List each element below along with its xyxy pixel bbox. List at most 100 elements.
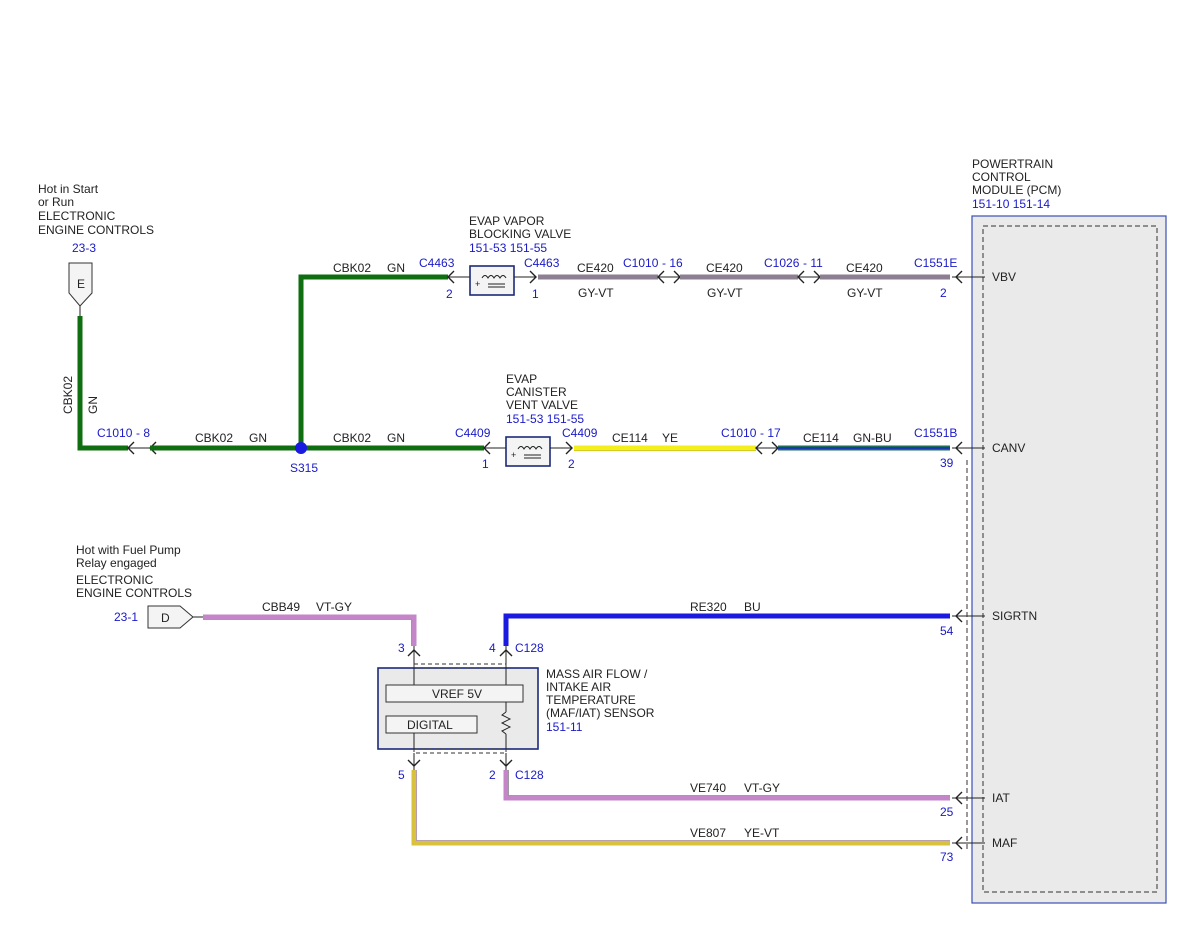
maf-line-4: (MAF/IAT) SENSOR	[546, 706, 655, 720]
pcm-vbv-arrow	[955, 270, 963, 284]
wire-label-vtgy-top: VT-GY	[316, 600, 352, 614]
re320-circuit: RE320 BU 54	[503, 600, 954, 646]
pcm-pin-iat: IAT	[992, 791, 1010, 805]
fuel-pump-ref: 23-1	[114, 610, 138, 624]
maf-top-dash	[413, 663, 507, 669]
label-pin-1-c4463: 1	[532, 287, 539, 301]
evap-blocking-arrow-right	[529, 270, 537, 284]
evap-canister-refs: 151-53 151-55	[506, 412, 584, 426]
wire-label-gn-top: GN	[387, 261, 405, 275]
pcm-outer-box	[971, 215, 1167, 904]
label-pin-4: 4	[489, 641, 496, 655]
label-pin-2-c128: 2	[489, 768, 496, 782]
source-fuel-pump: Hot with Fuel Pump Relay engaged ELECTRO…	[76, 543, 203, 629]
label-c128-bottom: C128	[515, 768, 544, 782]
maf-pin3-arrow	[407, 649, 421, 657]
pcm-maf-arrow	[955, 836, 963, 850]
label-c1026: C1026	[764, 256, 800, 270]
label-c4409-right: C4409	[562, 426, 598, 440]
maf-line-3: TEMPERATURE	[546, 693, 636, 707]
evap-canister-line-1: EVAP	[506, 372, 537, 386]
pcm-pin-maf: MAF	[992, 836, 1017, 850]
label-pin-5: 5	[398, 768, 405, 782]
evap-canister-plus: +	[511, 450, 516, 460]
pcm-title-2: CONTROL	[972, 170, 1031, 184]
label-pin-54: 54	[940, 624, 954, 638]
source-start-run: Hot in Start or Run ELECTRONIC ENGINE CO…	[38, 182, 154, 316]
start-run-ref: 23-3	[72, 241, 96, 255]
label-c1551b: C1551B	[914, 426, 957, 440]
wire-label-gyvt-2: GY-VT	[707, 286, 743, 300]
maf-line-2: INTAKE AIR	[546, 680, 611, 694]
label-pin-2-c4409: 2	[568, 457, 575, 471]
pcm-inner-box	[982, 225, 1158, 893]
fuel-pump-line-2: Relay engaged	[76, 556, 157, 570]
label-c1010-8: C1010	[97, 426, 133, 440]
label-pin-16: - 16	[662, 256, 683, 270]
wire-label-gn-right: GN	[387, 431, 405, 445]
evap-blocking-coil-icon	[481, 275, 507, 279]
wire-cbk02-vertical	[77, 316, 128, 451]
wire-label-ce114-1: CE114	[612, 431, 648, 445]
wire-label-ve740: VE740	[690, 781, 726, 795]
wire-label-yevt: YE-VT	[744, 826, 780, 840]
wire-re320	[503, 613, 950, 646]
pcm-pin-sigrtn: SIGRTN	[992, 609, 1037, 623]
wire-label-gyvt-3: GY-VT	[847, 286, 883, 300]
pcm-refs: 151-10 151-14	[972, 197, 1050, 211]
maf-pin2-arrow	[499, 759, 513, 767]
wire-ve740-stripe	[508, 770, 950, 796]
label-pin-8: - 8	[136, 426, 150, 440]
wire-label-bu: BU	[744, 600, 761, 614]
label-c1010-16: C1010	[623, 256, 659, 270]
wire-label-cbk02-top: CBK02	[333, 261, 371, 275]
wire-ve807-stripe	[416, 770, 950, 841]
evap-blocking-arrow-left	[447, 270, 455, 284]
evap-blocking-refs: 151-53 151-55	[469, 241, 547, 255]
wire-cbb49	[203, 614, 417, 646]
pcm-module: POWERTRAIN CONTROL MODULE (PCM) 151-10 1…	[952, 157, 1167, 904]
maf-line-1: MASS AIR FLOW /	[546, 667, 648, 681]
wire-label-cbk02-vert: CBK02	[61, 376, 75, 414]
wire-label-ye: YE	[662, 431, 678, 445]
connector-e	[68, 262, 93, 307]
wire-cbk02-branch	[298, 274, 448, 448]
label-pin-2-c4463: 2	[446, 287, 453, 301]
wire-label-vtgy-bottom: VT-GY	[744, 781, 780, 795]
label-c4463-right: C4463	[524, 256, 560, 270]
wire-label-ce420-2: CE420	[706, 261, 743, 275]
maf-bottom-dash	[413, 748, 507, 754]
wire-label-ve807: VE807	[690, 826, 726, 840]
start-run-line-2: or Run	[38, 195, 74, 209]
connector-d-label: D	[161, 611, 170, 625]
evap-canister-line-3: VENT VALVE	[506, 398, 578, 412]
evap-blocking-plus: +	[475, 279, 480, 289]
maf-vref-label: VREF 5V	[432, 687, 482, 701]
maf-iat-sensor: 3 4 C128 VREF 5V DIGITAL 5 2 C128 MASS A…	[377, 641, 655, 782]
wire-label-cbk02-left: CBK02	[195, 431, 233, 445]
evap-canister-box	[505, 436, 551, 467]
start-run-line-3: ELECTRONIC	[38, 209, 116, 223]
ce114-circuit: CE114 YE C1010 - 17 CE114 GN-BU C1551B 3…	[574, 426, 957, 470]
label-c1010-17: C1010	[721, 426, 757, 440]
wire-label-gn-vert: GN	[86, 396, 100, 414]
wire-ve740	[503, 770, 950, 801]
wire-label-cbk02-right: CBK02	[333, 431, 371, 445]
pcm-iat-arrow	[955, 791, 963, 805]
evap-canister-coil-icon	[517, 446, 543, 450]
label-pin-11: - 11	[803, 256, 823, 270]
label-pin-3: 3	[398, 641, 405, 655]
maf-digital-box	[385, 715, 478, 734]
connector-e-label: E	[77, 277, 85, 291]
label-pin-2-c1551e: 2	[940, 286, 947, 300]
evap-canister-valve: EVAP CANISTER VENT VALVE 151-53 151-55 +…	[455, 372, 598, 471]
label-c128-top: C128	[515, 641, 544, 655]
cbb49-circuit: CBB49 VT-GY	[203, 600, 417, 646]
maf-vref-box	[385, 684, 524, 703]
thermistor-icon	[500, 711, 512, 735]
pcm-pin-canv: CANV	[992, 441, 1025, 455]
label-c1551e: C1551E	[914, 256, 957, 270]
label-c4463-left: C4463	[419, 256, 455, 270]
label-pin-39: 39	[940, 456, 954, 470]
